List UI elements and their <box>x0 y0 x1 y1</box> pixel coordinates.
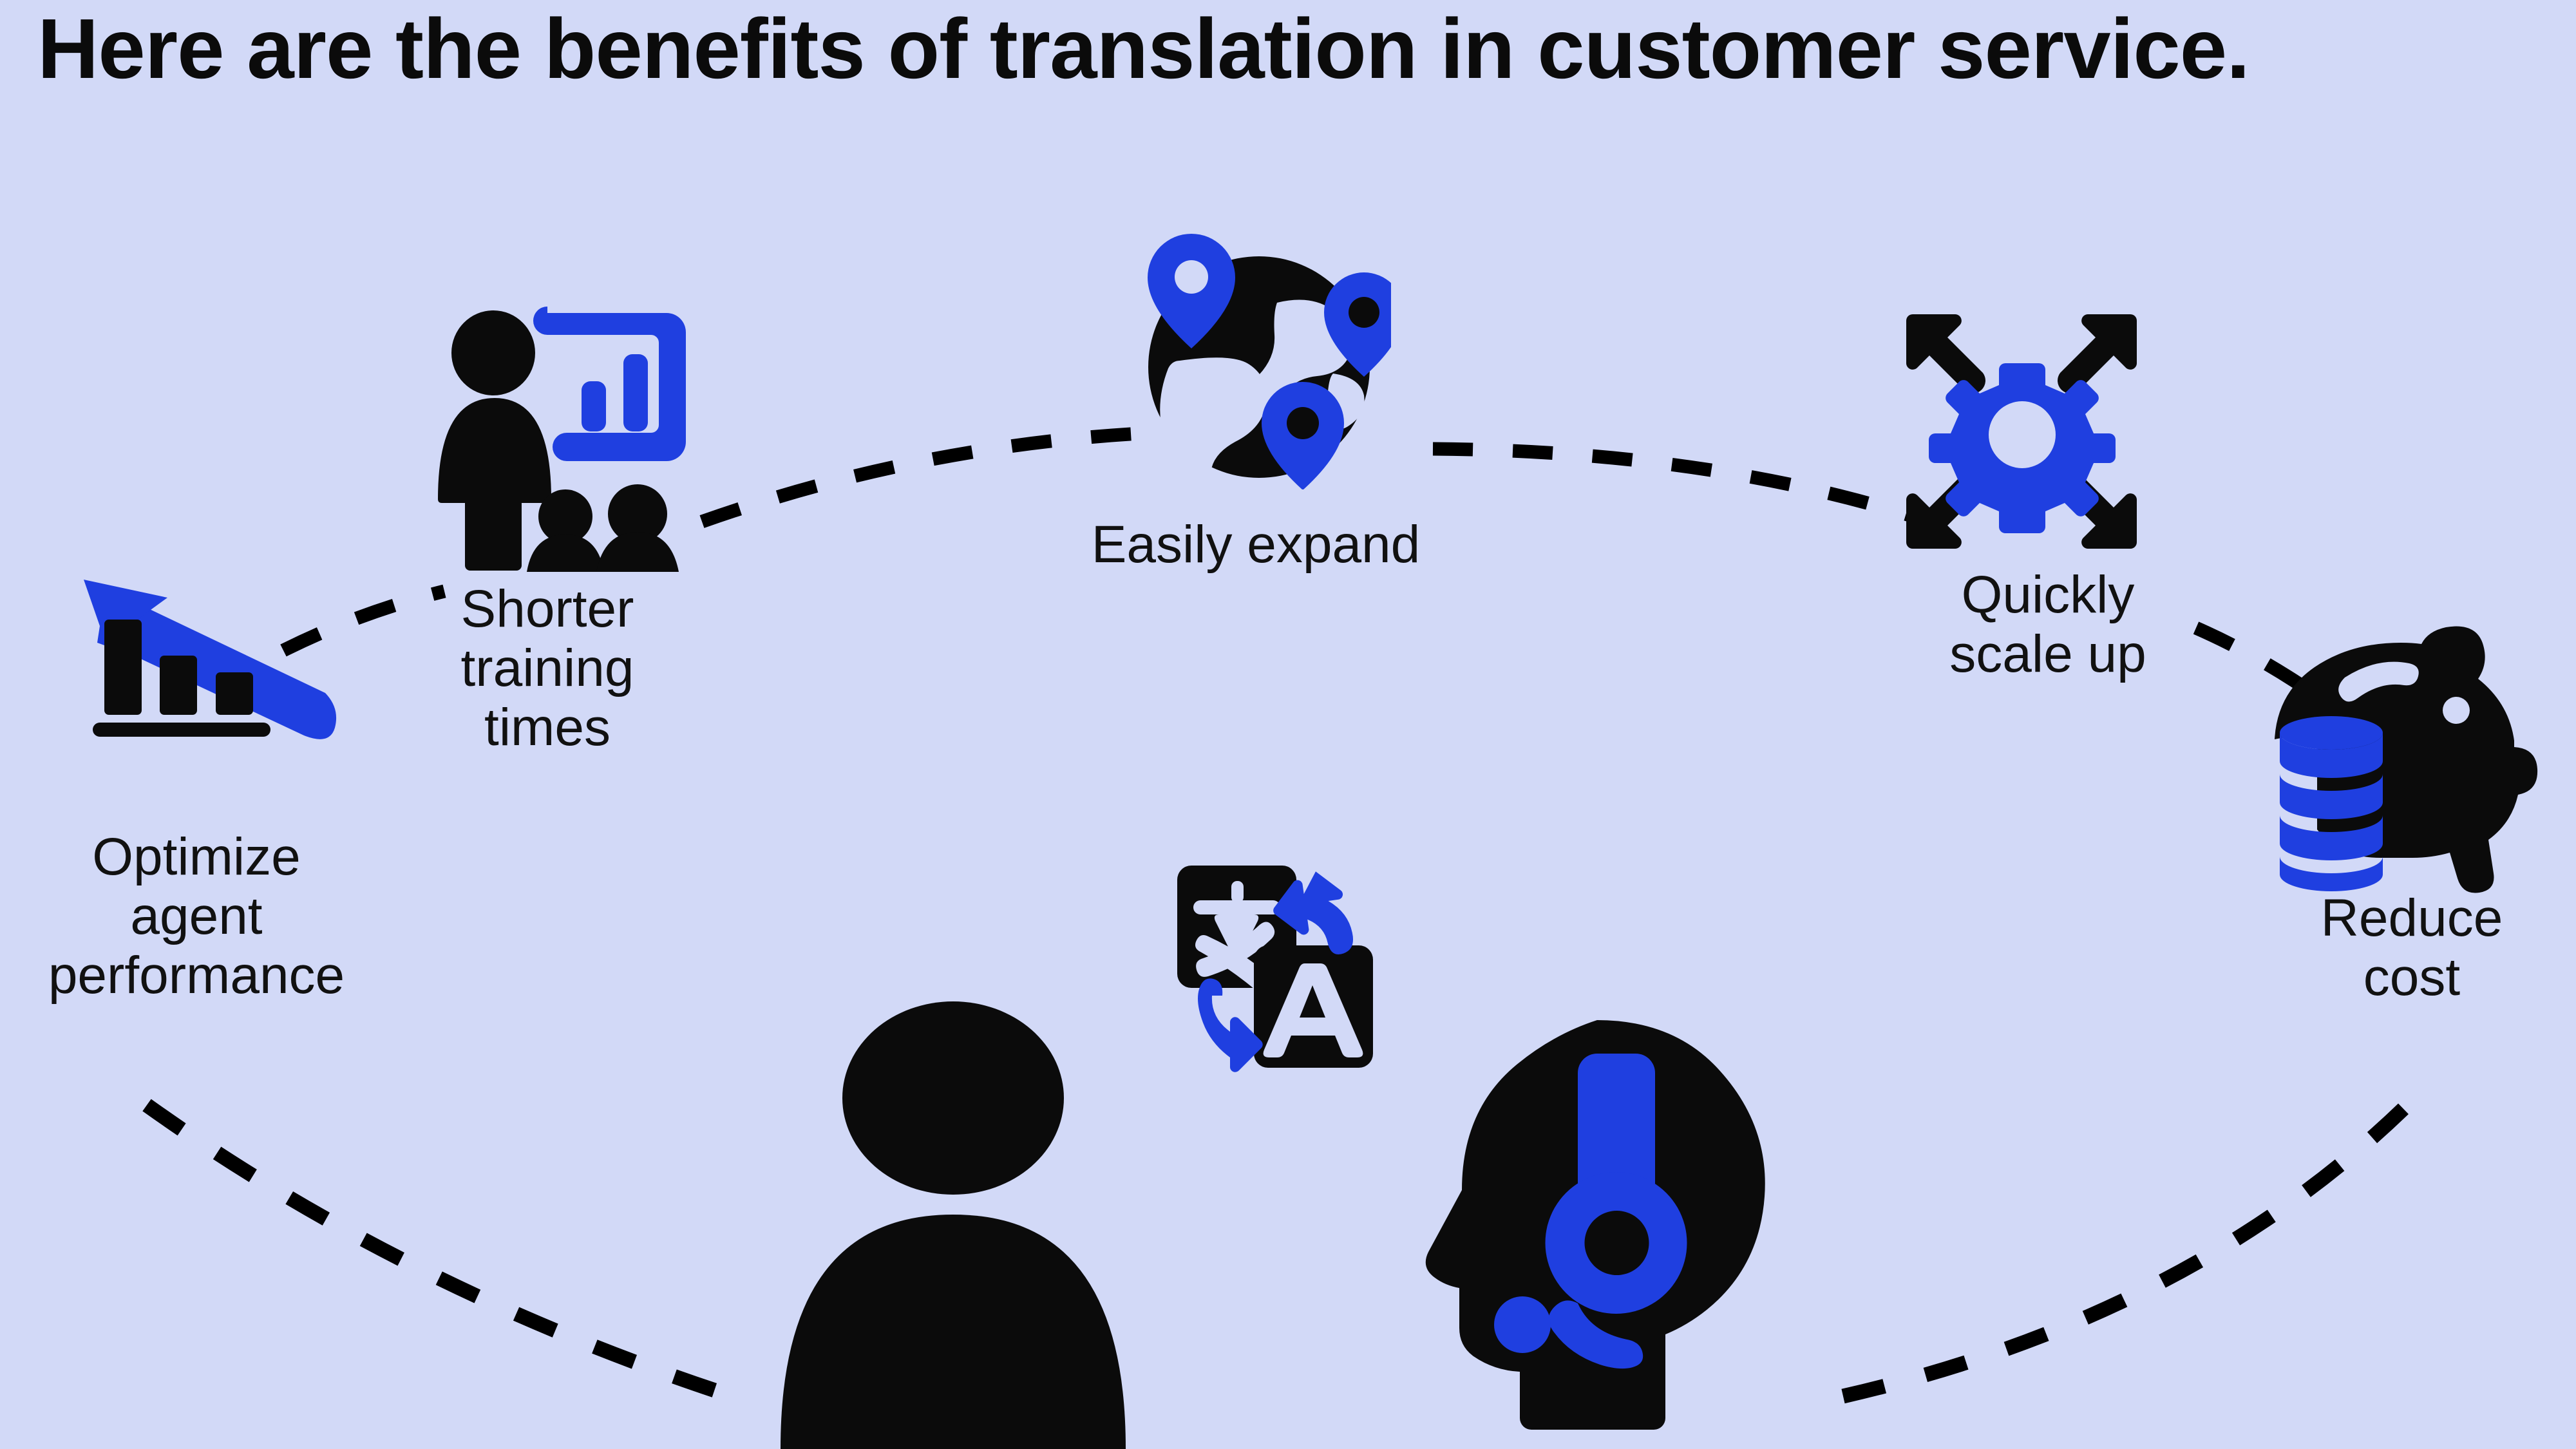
benefit-label-quickly-scale-up: Quickly scale up <box>1949 565 2146 683</box>
headset-icon <box>1494 1054 1687 1369</box>
benefit-icon-quickly-scale-up <box>1887 296 2157 567</box>
connector-agent-to-piggy <box>1841 1084 2429 1404</box>
benefit-icon-optimize-agent-performance <box>64 567 361 824</box>
support-agent-headset-icon <box>1425 1020 1765 1430</box>
customer-avatar <box>741 992 1127 1449</box>
benefit-label-easily-expand: Easily expand <box>1091 515 1421 574</box>
cjk-character-glyph <box>1193 881 1280 992</box>
map-pin-icon <box>1148 234 1235 348</box>
benefit-label-optimize-agent-performance: Optimize agent performance <box>48 828 345 1005</box>
benefit-icon-shorter-training-times <box>419 290 708 580</box>
person-avatar-icon <box>781 1001 1126 1449</box>
support-agent-avatar <box>1404 1011 1803 1449</box>
declining-bar-chart-with-up-arrow-icon <box>84 580 337 739</box>
coin-stack-icon <box>2280 716 2383 891</box>
benefit-label-shorter-training-times: Shorter training times <box>460 580 634 757</box>
connector-optimize-to-training <box>280 584 446 657</box>
globe-with-map-pins-icon <box>1148 234 1391 489</box>
map-pin-icon <box>1324 272 1391 377</box>
map-pin-icon <box>1262 382 1344 489</box>
translate-badge <box>1146 837 1404 1095</box>
training-presentation-icon <box>438 307 686 572</box>
gear-icon <box>1929 363 2116 533</box>
benefit-label-reduce-cost: Reduce cost <box>2320 889 2503 1007</box>
language-translate-icon <box>1177 866 1373 1072</box>
gear-with-expand-arrows-icon <box>1905 314 2138 549</box>
benefit-icon-easily-expand <box>1121 219 1391 489</box>
connector-training-to-globe <box>699 426 1153 528</box>
connector-optimize-to-customer <box>142 1099 755 1410</box>
piggy-bank-with-coins-icon <box>2275 626 2538 893</box>
connector-globe-to-gear <box>1432 442 1912 522</box>
connector-gear-to-piggy <box>2193 621 2303 690</box>
page-title: Here are the benefits of translation in … <box>37 1 2250 96</box>
benefit-icon-reduce-cost <box>2254 605 2544 895</box>
swap-arrows-icon <box>1198 871 1354 1072</box>
latin-letter-a-glyph <box>1263 963 1363 1057</box>
